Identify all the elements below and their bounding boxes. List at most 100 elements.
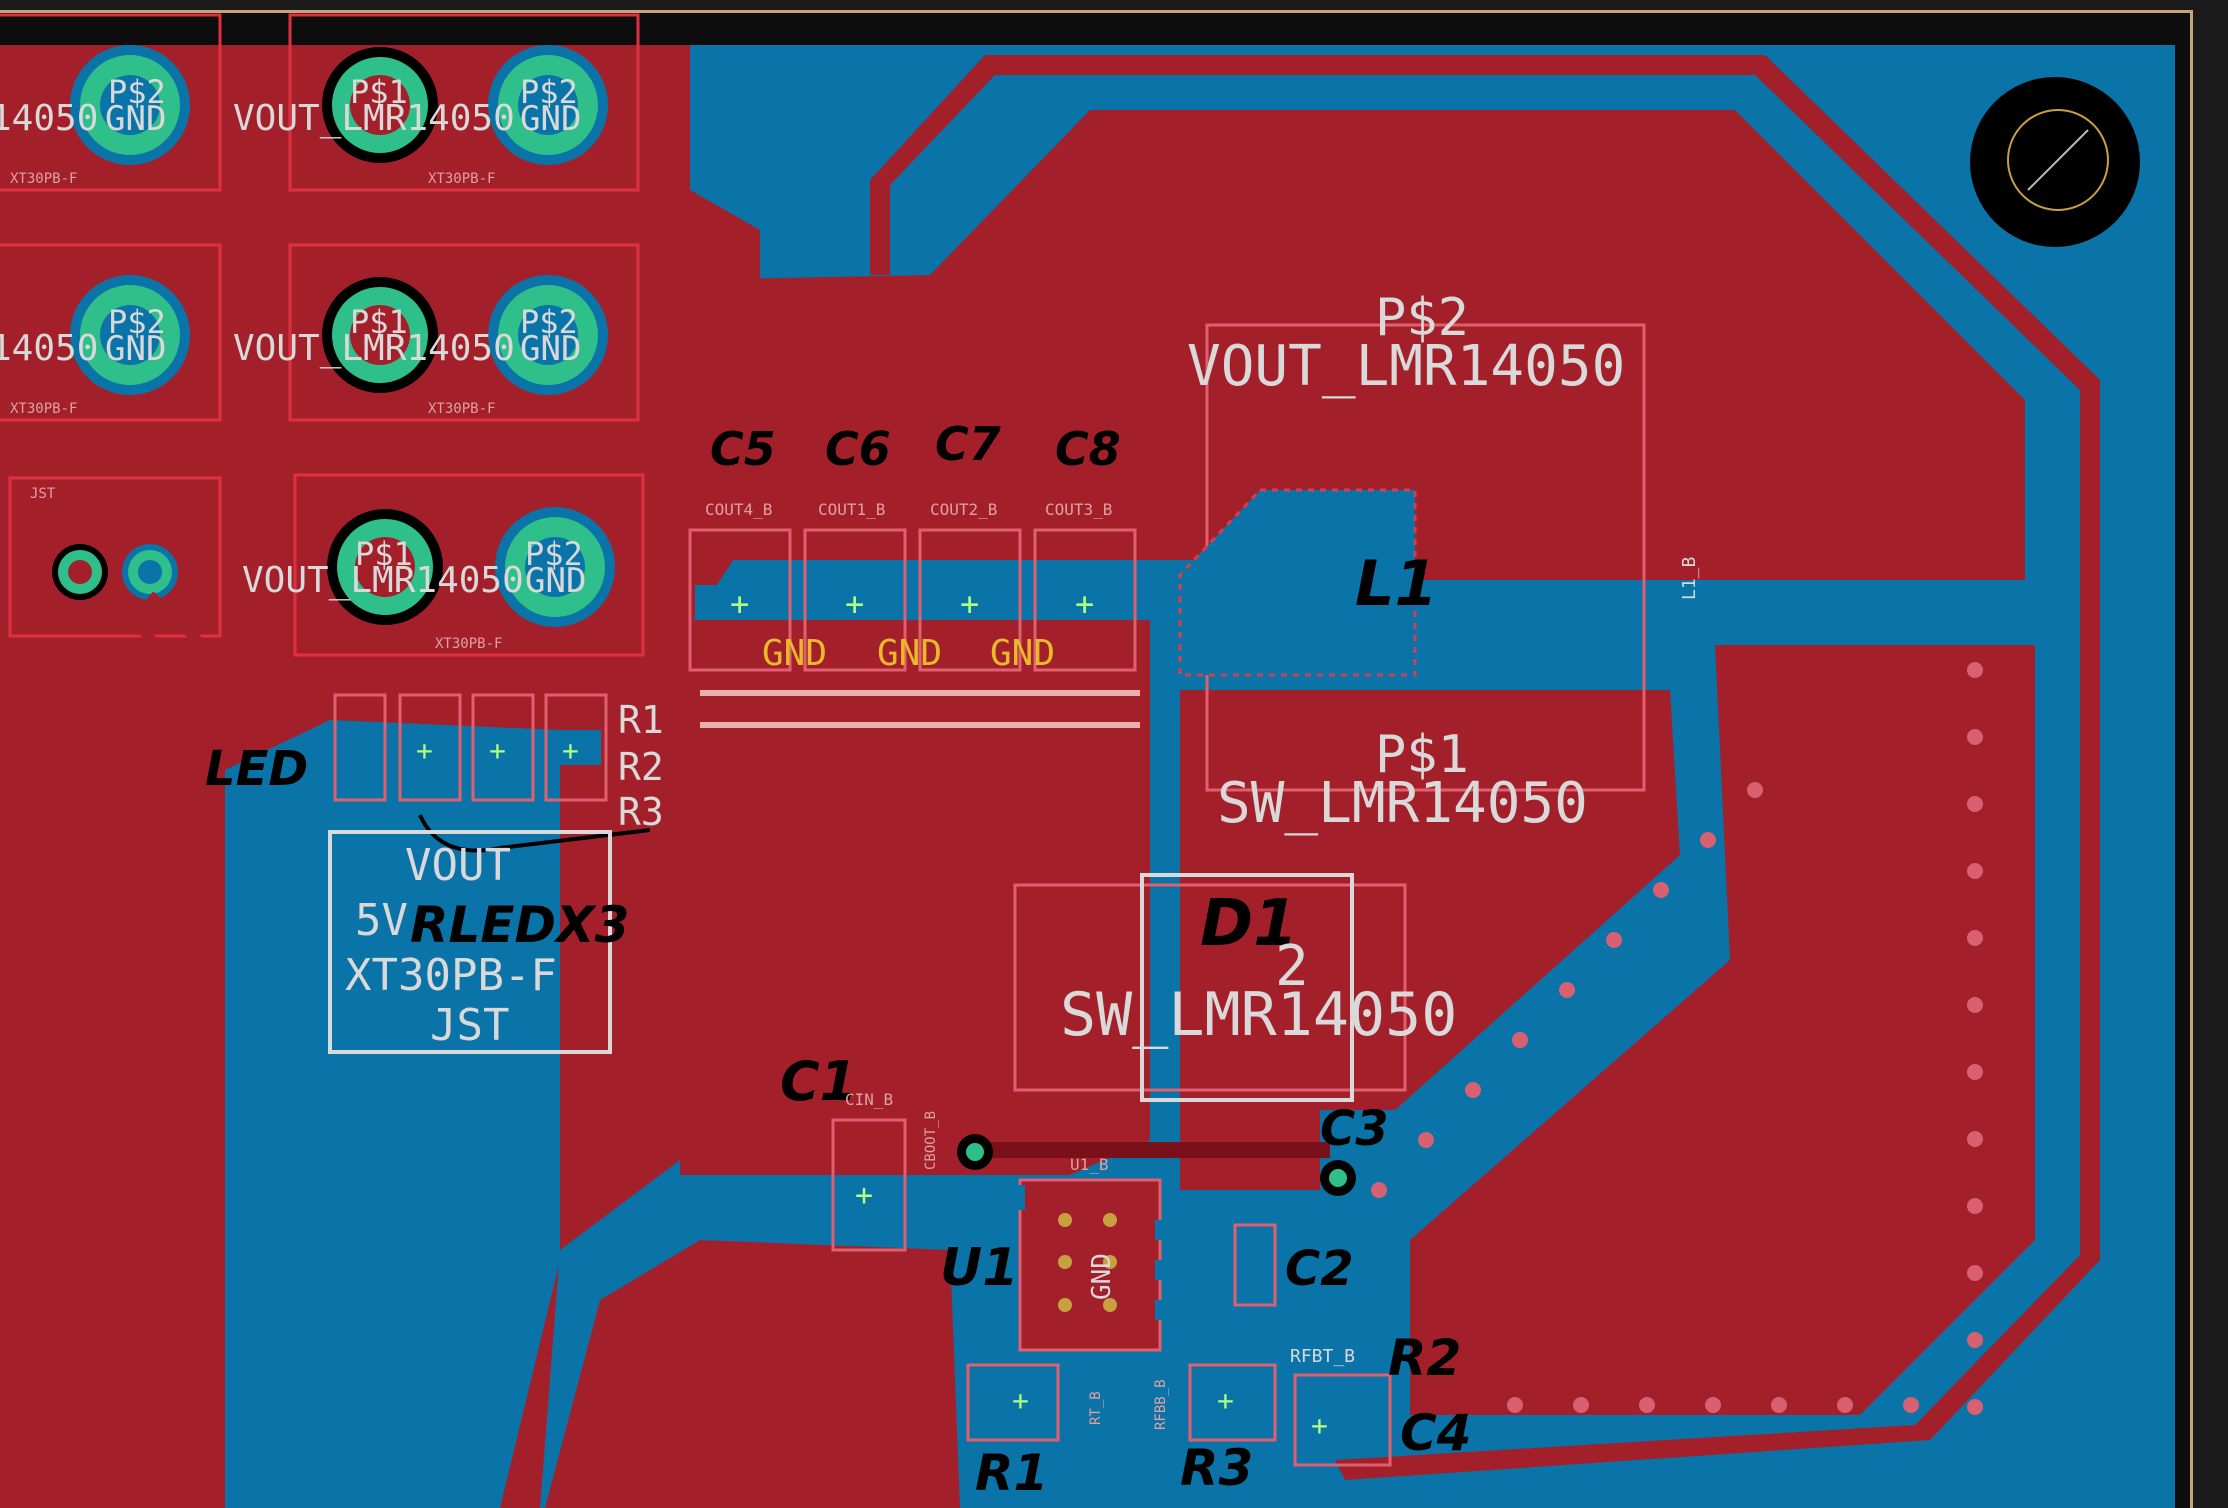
copper-cap-region (680, 620, 1150, 1175)
stitch-via (1967, 1332, 1983, 1348)
p2-label: P$2 (520, 303, 578, 341)
d1-pin2-label: 2 (1275, 934, 1309, 999)
cin-footprint[interactable] (831, 1118, 907, 1252)
pad-plus-icon: + (489, 734, 506, 767)
sw-net-label: SW_LMR14050 (1217, 771, 1588, 836)
stitch-via (1606, 932, 1622, 948)
stitch-via (1371, 1182, 1387, 1198)
stitch-via (1967, 1198, 1983, 1214)
jst-box-line: JST (430, 1000, 509, 1051)
stitch-via (1639, 1397, 1655, 1413)
handwritten-bracket (418, 814, 651, 853)
mounting-hole-icon[interactable] (1970, 77, 2140, 247)
stitch-via (1967, 729, 1983, 745)
rt-ref: RT_B (1088, 1391, 1104, 1425)
footprint-right: XT30PB-F (428, 171, 495, 187)
rfbt-ref: RFBT_B (1290, 1346, 1355, 1367)
trace-led[interactable] (146, 591, 641, 705)
p2-label: P$2 (525, 535, 583, 573)
r1-footprint[interactable] (966, 1363, 1060, 1442)
diode-d1[interactable]: D1 2 SW_LMR14050 (1013, 873, 1457, 1102)
pad-plus-icon: + (1217, 1384, 1234, 1417)
p1-label: P$1 (1375, 725, 1469, 785)
pad-plus-icon: + (845, 585, 864, 623)
vout-label-box (328, 830, 612, 1054)
stitch-via (1903, 1397, 1919, 1413)
handwritten-d1: D1 (1200, 887, 1298, 961)
pad-plus-icon: + (416, 734, 433, 767)
c2-footprint[interactable] (1233, 1223, 1277, 1307)
p2-label: P$2 (520, 73, 578, 111)
u1-gnd-label: GND (1087, 1253, 1117, 1300)
stitch-via (1418, 1132, 1434, 1148)
stitch-via (1967, 662, 1983, 678)
stitch-via (1967, 796, 1983, 812)
gnd-label: GND (762, 633, 827, 674)
stitch-via (1771, 1397, 1787, 1413)
p2-label-left: P$2 (108, 303, 166, 341)
stitch-via (1967, 997, 1983, 1013)
gnd-label-left: GND (105, 329, 166, 369)
net-label-left: 14050 (0, 328, 98, 369)
stitch-via (1747, 782, 1763, 798)
u1-ref: U1_B (1070, 1155, 1109, 1174)
handwritten-r1: R1 (975, 1444, 1048, 1502)
handwritten-c5: C5 (710, 422, 776, 476)
r2-footprint[interactable] (1293, 1373, 1392, 1467)
regulator-section[interactable]: + C1 CIN_B C3 U1_B GND U1 CBOOT_B C2 + R… (780, 1050, 1471, 1502)
pad-plus-icon: + (562, 734, 579, 767)
led-section[interactable]: + + + LED R1 R2 R3 VOUT 5V XT30PB-F JST … (205, 693, 664, 1054)
via-rows (700, 690, 1140, 728)
gnd-label: GND (525, 561, 586, 601)
copper-vout-region (680, 110, 2025, 580)
l1-ref-label: L1_B (1679, 557, 1700, 600)
pad-plus-icon: + (730, 585, 749, 623)
xt30-box-line: XT30PB-F (345, 950, 557, 1001)
pad-plus-icon: + (960, 585, 979, 623)
handwritten-led: LED (205, 741, 308, 797)
5v-box-line: 5V (355, 895, 408, 946)
u1-thermal-vias (1058, 1213, 1117, 1312)
r3-footprint[interactable] (1188, 1363, 1277, 1442)
p2-label-left: P$2 (108, 73, 166, 111)
p2-label: P$2 (1375, 288, 1469, 348)
footprint-left: XT30PB-F (10, 171, 77, 187)
copper-left-lower (545, 1240, 960, 1508)
inductor-l1[interactable]: P$2 VOUT_LMR14050 P$1 SW_LMR14050 L1 L1_… (1178, 288, 1700, 836)
output-caps[interactable]: + + + + C5 C6 C7 C8 COUT4_B COUT1_B COUT… (688, 417, 1137, 674)
sw-net-label: SW_LMR14050 (1060, 980, 1457, 1050)
trace-led-2[interactable] (97, 596, 183, 664)
handwritten-c3: C3 (1320, 1101, 1389, 1157)
handwritten-rledx3: RLEDX3 (410, 896, 629, 954)
vout-label: VOUT_LMR14050 (233, 98, 515, 139)
p1-label: P$1 (350, 303, 408, 341)
handwritten-c8: C8 (1055, 422, 1121, 476)
board-top-edge (0, 10, 2190, 13)
handwritten-c1: C1 (780, 1050, 857, 1113)
copper-left-lower-blue-cut (225, 720, 560, 1508)
pad-plus-icon: + (1075, 585, 1094, 623)
connector-row3[interactable]: JST VOUT_LMR14050 P$1 P$2 GND XT30PB-F (8, 473, 645, 657)
connector-row1[interactable]: 14050 GND P$2 VOUT_LMR14050 P$1 P$2 GND … (0, 13, 640, 192)
stitch-via (1967, 930, 1983, 946)
footprint-right: XT30PB-F (428, 401, 495, 417)
pad-plus-icon: + (1311, 1409, 1328, 1442)
handwritten-l1: L1 (1355, 547, 1438, 620)
cout4-ref: COUT4_B (705, 500, 772, 519)
vout-net-label: VOUT_LMR14050 (1187, 334, 1625, 399)
copper-gnd-right-region (1410, 645, 2035, 1415)
handwritten-u1: U1 (940, 1238, 1018, 1298)
footprint-right: XT30PB-F (435, 636, 502, 652)
u1-footprint[interactable] (1018, 1178, 1162, 1352)
jst-label: JST (30, 486, 56, 502)
handwritten-r2: R2 (1388, 1329, 1461, 1387)
pad-plus-icon: + (855, 1178, 873, 1213)
gnd-label: GND (877, 633, 942, 674)
stitch-via (1967, 1265, 1983, 1281)
copper-sw-region (1180, 690, 1680, 1190)
connector-row2[interactable]: 14050 GND P$2 VOUT_LMR14050 P$1 P$2 GND … (0, 243, 640, 422)
stitch-via (1967, 1399, 1983, 1415)
stitch-via (1837, 1397, 1853, 1413)
handwritten-c6: C6 (825, 422, 891, 476)
